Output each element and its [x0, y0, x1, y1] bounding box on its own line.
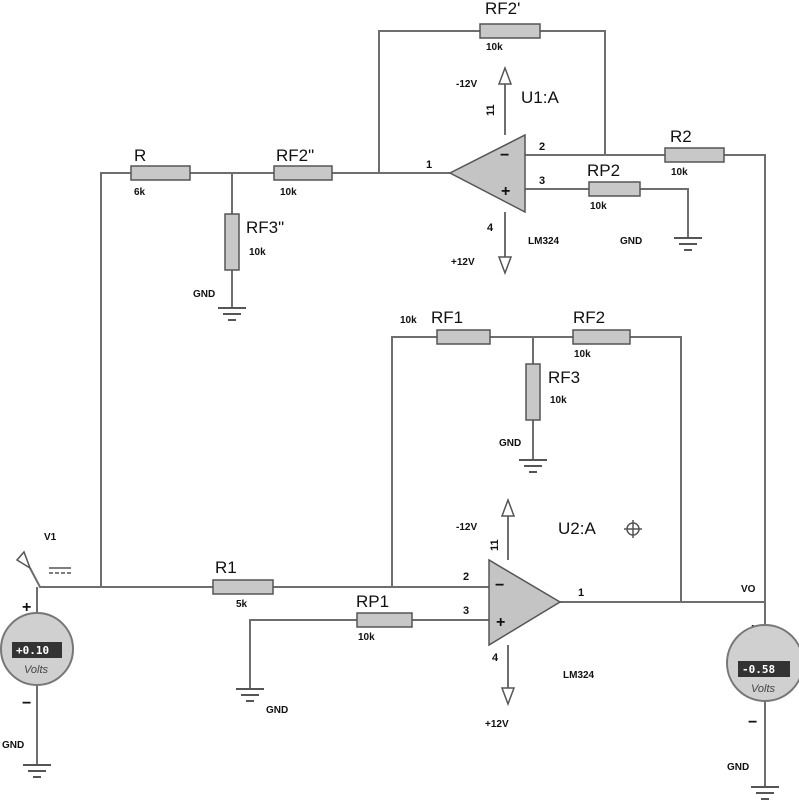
ground-input-meter: GND: [2, 740, 51, 778]
opamp-u2: − + U2:A LM324 -12V +12V 2 3 1 4 11: [456, 497, 642, 730]
ground-rp1: GND: [236, 688, 288, 716]
resistor-name: RF2": [276, 146, 314, 165]
target-icon: [624, 520, 642, 538]
pin-vpos: 4: [492, 652, 499, 664]
pin-noninv: 3: [463, 605, 469, 617]
ground-symbols: GND GND GND GND GND GND: [2, 236, 779, 800]
resistor-value: 10k: [590, 201, 607, 212]
opamp-part: LM324: [563, 670, 595, 681]
resistor-value: 10k: [400, 315, 417, 326]
resistor-value: 10k: [671, 167, 688, 178]
meter-minus: −: [22, 695, 31, 712]
inverting-sign: −: [500, 147, 509, 164]
pos-supply-label: +12V: [451, 257, 475, 268]
ground-rf3-double-prime: GND: [193, 289, 246, 321]
resistor-name: RF3: [548, 368, 580, 387]
resistor-rf2-double-prime: RF2" 10k: [273, 146, 333, 198]
pin-vneg: 11: [489, 539, 501, 551]
ground-rp2: GND: [620, 236, 702, 251]
noninverting-sign: +: [496, 614, 505, 631]
meter-value: -0.58: [742, 663, 775, 676]
opamp-name: U2:A: [558, 519, 596, 538]
pin-vpos: 4: [487, 222, 494, 234]
ground-label: GND: [2, 740, 24, 751]
neg-supply-arrow: [497, 65, 513, 85]
resistor-value: 10k: [550, 395, 567, 406]
resistor-rf2: RF2 10k: [572, 308, 631, 360]
resistor-rf3: RF3 10k: [525, 363, 580, 421]
pin-vneg: 11: [485, 104, 497, 116]
resistor-rf2-prime: RF2' 10k: [479, 0, 541, 53]
resistor-rp1: RP1 10k: [356, 592, 413, 643]
neg-supply-label: -12V: [456, 79, 477, 90]
wires: [29, 30, 766, 787]
meter-value: +0.10: [16, 644, 49, 657]
meter-unit: Volts: [751, 683, 776, 695]
resistor-value: 10k: [486, 42, 503, 53]
resistor-name: R1: [215, 558, 237, 577]
resistor-value: 6k: [134, 187, 146, 198]
pin-noninv: 3: [539, 175, 545, 187]
ground-label: GND: [620, 236, 642, 247]
resistor-name: RF2: [573, 308, 605, 327]
resistor-r2: R2 10k: [664, 127, 725, 178]
ground-label: GND: [727, 762, 749, 773]
opamp-part: LM324: [528, 236, 560, 247]
resistor-name: R2: [670, 127, 692, 146]
source-name: V1: [44, 532, 57, 543]
resistor-name: RF1: [431, 308, 463, 327]
pos-supply-arrow: [497, 256, 513, 276]
meter-minus: −: [748, 714, 757, 731]
resistor-value: 10k: [574, 349, 591, 360]
resistor-value: 5k: [236, 599, 248, 610]
net-label-vo: VO: [741, 584, 756, 595]
neg-supply-arrow: [500, 497, 516, 517]
pin-inv: 2: [539, 141, 545, 153]
resistor-value: 10k: [358, 632, 375, 643]
source-arrow-icon: [15, 550, 32, 570]
resistor-name: RP1: [356, 592, 389, 611]
meter-unit: Volts: [24, 664, 49, 676]
ground-rf3: GND: [499, 438, 547, 473]
pos-supply-label: +12V: [485, 719, 509, 730]
voltmeter-input: + +0.10 Volts −: [0, 599, 74, 712]
source-v1: V1: [15, 532, 71, 574]
resistor-rf3-double-prime: RF3" 10k: [224, 213, 284, 271]
resistor-r: R 6k: [130, 146, 191, 198]
resistor-name: RP2: [587, 161, 620, 180]
pin-inv: 2: [463, 571, 469, 583]
ground-output-meter: GND: [727, 762, 779, 800]
ground-label: GND: [499, 438, 521, 449]
resistor-value: 10k: [249, 247, 266, 258]
opamp-name: U1:A: [521, 88, 559, 107]
pin-out: 1: [426, 159, 432, 171]
ground-label: GND: [193, 289, 215, 300]
voltmeter-output: + -0.58 Volts −: [726, 621, 799, 731]
resistor-name: RF3": [246, 218, 284, 237]
inverting-sign: −: [495, 577, 504, 594]
resistor-r1: R1 5k: [212, 558, 274, 610]
neg-supply-label: -12V: [456, 522, 477, 533]
resistor-value: 10k: [280, 187, 297, 198]
noninverting-sign: +: [501, 183, 510, 200]
opamp-u1: − + U1:A LM324 -12V +12V 1 2 3 4 11: [426, 65, 560, 276]
ground-label: GND: [266, 705, 288, 716]
meter-plus: +: [22, 599, 31, 616]
resistor-rp2: RP2 10k: [587, 161, 641, 212]
resistor-name: RF2': [485, 0, 520, 18]
pin-out: 1: [578, 587, 584, 599]
pos-supply-arrow: [500, 687, 516, 707]
resistor-name: R: [134, 146, 146, 165]
resistor-rf1: RF1 10k: [400, 308, 491, 345]
